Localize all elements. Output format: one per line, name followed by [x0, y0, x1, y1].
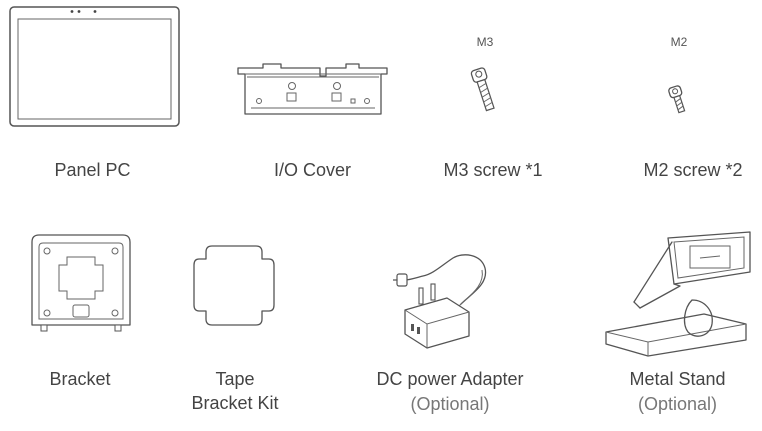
m3-screw-label: M3 screw *1 [443, 160, 543, 180]
m3-screw-illustration [470, 67, 495, 112]
bracket-illustration [31, 234, 131, 332]
tape-bracket-kit-illustration [193, 245, 275, 326]
tape-bracket-kit-label-line2: Bracket Kit [191, 393, 279, 413]
metal-stand-illustration [605, 231, 751, 357]
io-cover-label: I/O Cover [273, 160, 352, 180]
dc-power-adapter-label: DC power Adapter [376, 369, 524, 389]
dc-power-adapter-illustration [393, 254, 487, 349]
io-cover-illustration [237, 63, 388, 115]
metal-stand-label: Metal Stand [629, 369, 726, 389]
panel-pc-illustration [9, 6, 180, 127]
panel-pc-label: Panel PC [54, 160, 131, 180]
m3-size-tag: M3 [476, 35, 494, 49]
tape-bracket-kit-label-line1: Tape [215, 369, 255, 389]
m2-screw-label: M2 screw *2 [643, 160, 743, 180]
m2-screw-illustration [668, 85, 686, 114]
dc-power-adapter-optional-note: (Optional) [410, 394, 490, 414]
bracket-label: Bracket [49, 369, 111, 389]
metal-stand-optional-note: (Optional) [637, 394, 718, 414]
m2-size-tag: M2 [670, 35, 688, 49]
